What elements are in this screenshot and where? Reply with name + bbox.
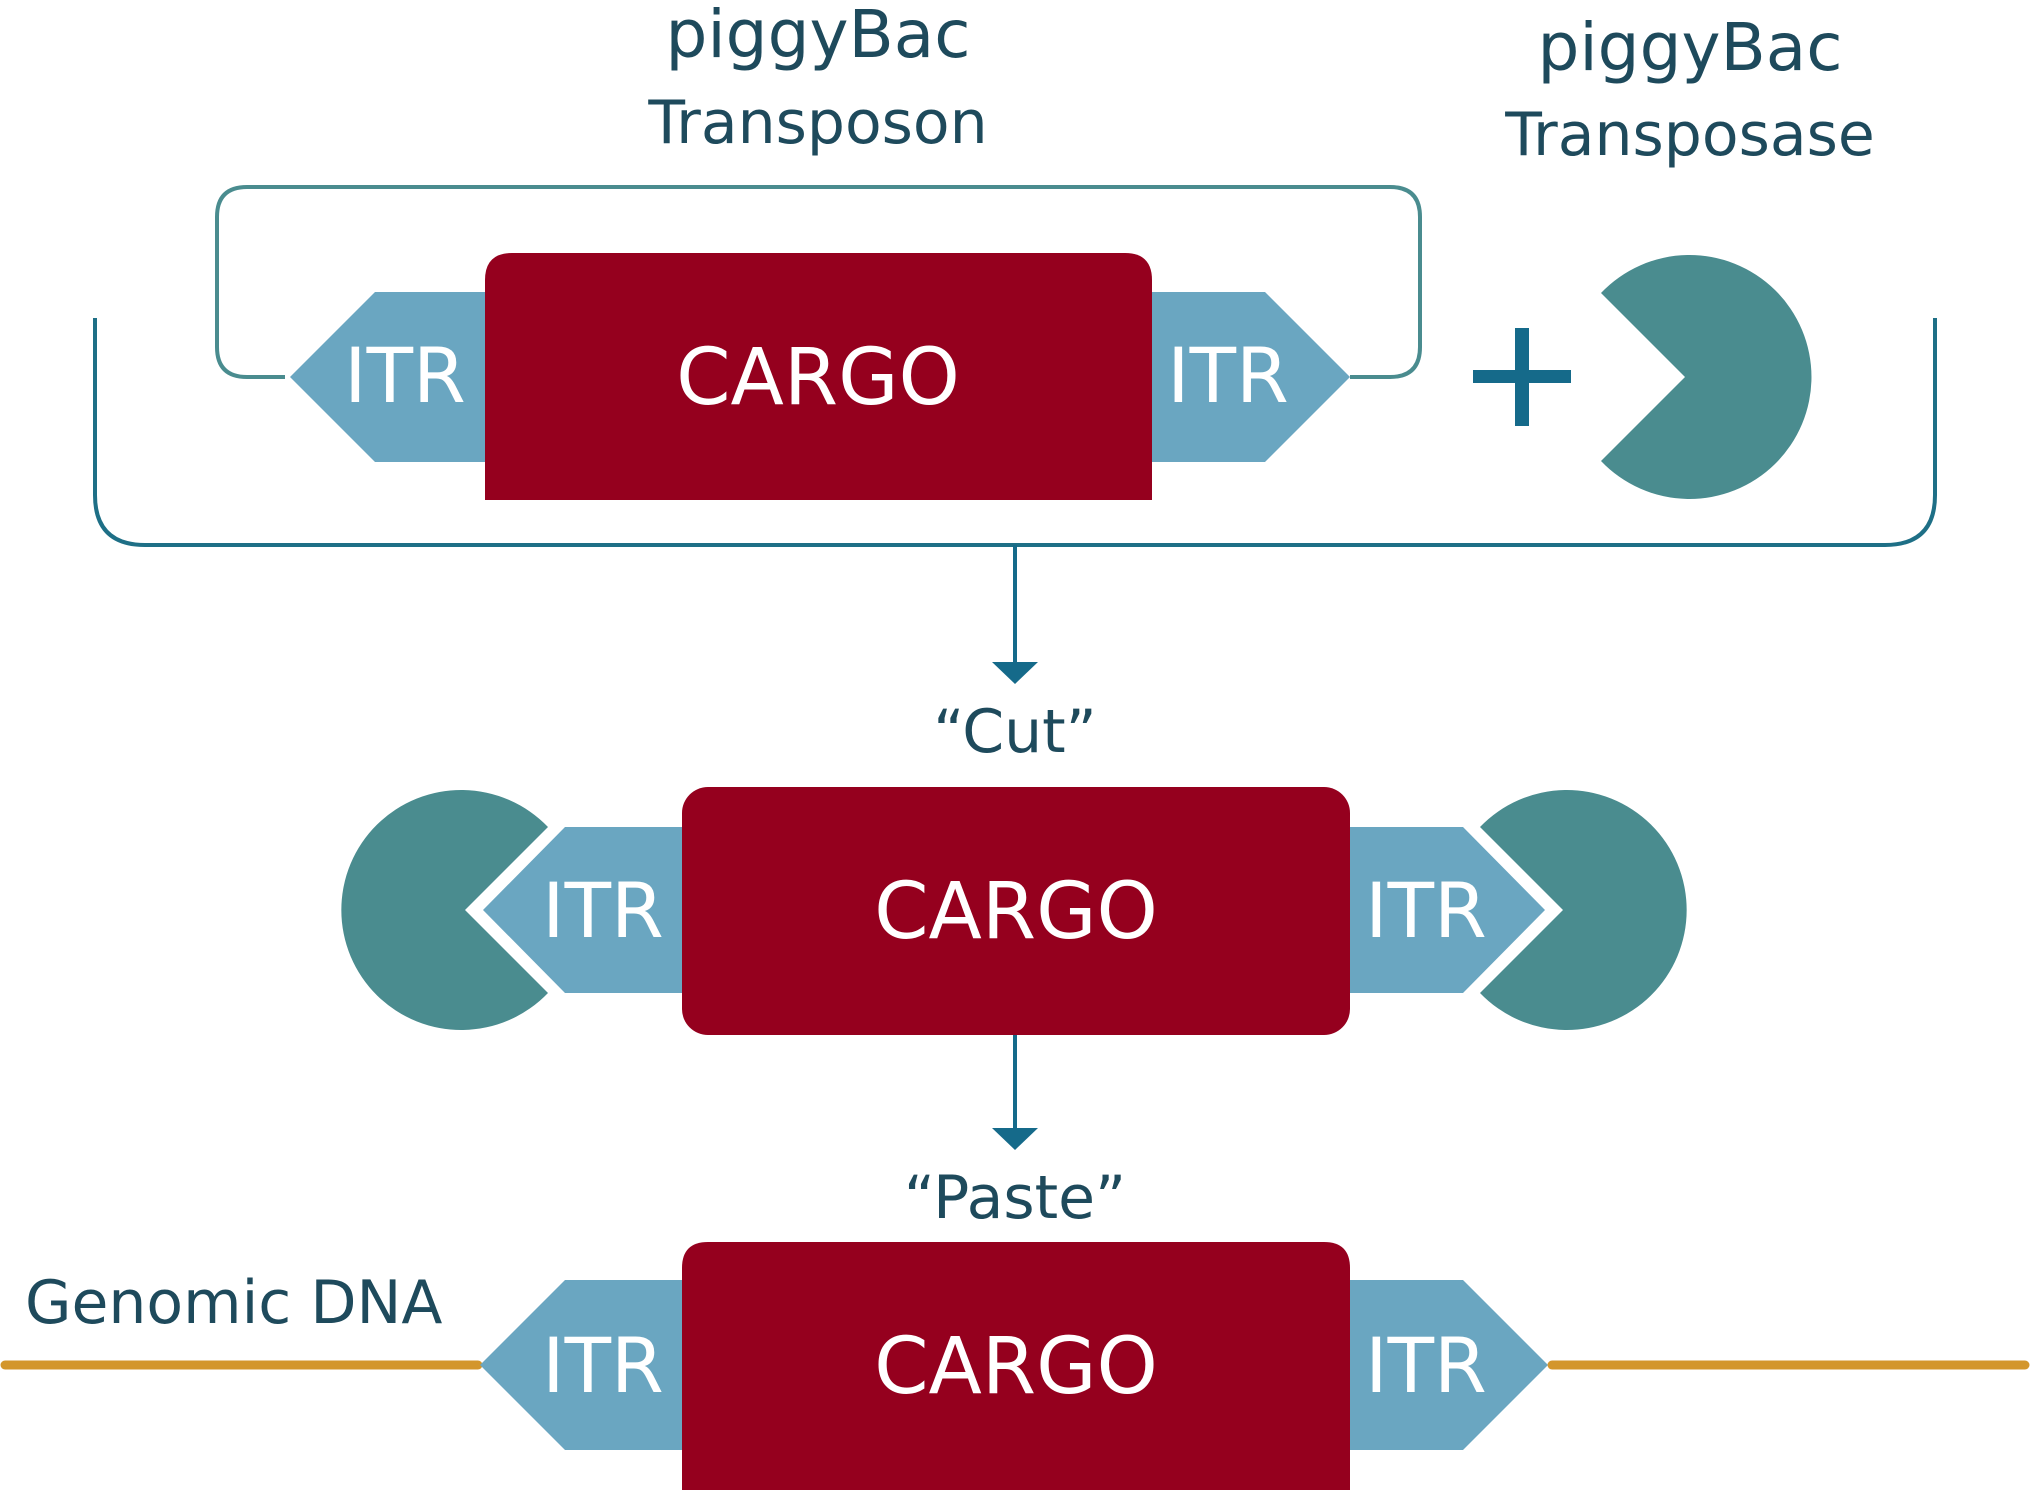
itr-label: ITR: [1365, 1321, 1487, 1410]
top-section: piggyBac Transposon piggyBac Transposase…: [93, 0, 1937, 684]
cut-label: “Cut”: [933, 697, 1096, 767]
transposase-title-line2: Transposase: [1504, 100, 1875, 170]
itr-shape-left: [290, 292, 485, 462]
transposase-enzyme-icon: [1601, 254, 1812, 499]
itr-shape-right: [1345, 1280, 1548, 1450]
transposon-bracket: [215, 185, 1422, 379]
itr-shape-right: [1345, 827, 1545, 993]
cargo-label: CARGO: [874, 867, 1158, 957]
transposon-title-line2: Transposon: [647, 88, 987, 158]
transposon-title-line1: piggyBac: [665, 0, 970, 73]
itr-label: ITR: [542, 1321, 664, 1410]
itr-label: ITR: [344, 331, 466, 420]
cargo-label: CARGO: [874, 1322, 1158, 1412]
cargo-block: [682, 787, 1350, 1035]
transposase-enzyme-right-icon: [1480, 790, 1687, 1030]
itr-shape-left: [483, 827, 685, 993]
arrow-down-icon: [992, 545, 1038, 684]
arrow-down-icon: [992, 1035, 1038, 1150]
itr-label: ITR: [1167, 331, 1289, 420]
genomic-dna-label: Genomic DNA: [25, 1268, 442, 1338]
itr-shape-left: [480, 1280, 685, 1450]
itr-shape-right: [1150, 292, 1350, 462]
cargo-label: CARGO: [676, 333, 960, 423]
cargo-block: [682, 1242, 1350, 1490]
paste-section: “Paste” Genomic DNA ITR ITR CARGO: [0, 1163, 2030, 1490]
transposase-title-line1: piggyBac: [1537, 9, 1842, 86]
plus-sign: [1473, 328, 1571, 426]
itr-label: ITR: [1365, 866, 1487, 955]
itr-label: ITR: [542, 866, 664, 955]
paste-label: “Paste”: [904, 1163, 1126, 1233]
transposase-enzyme-left-icon: [341, 790, 548, 1030]
cargo-block: [485, 253, 1152, 500]
cut-section: “Cut” ITR ITR CARGO: [341, 697, 1687, 1150]
